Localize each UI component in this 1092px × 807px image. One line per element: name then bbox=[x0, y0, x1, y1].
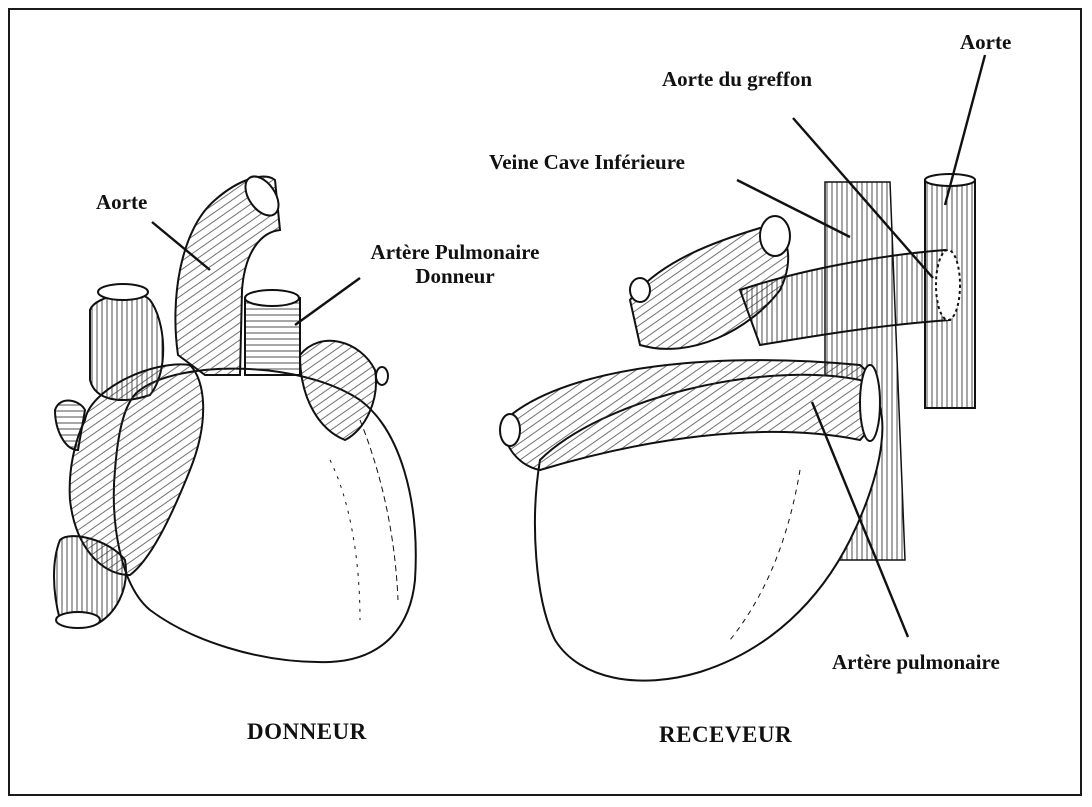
label-donor-aorta: Aorte bbox=[96, 190, 147, 214]
caption-recipient: RECEVEUR bbox=[659, 723, 792, 747]
label-inferior-vena-cava: Veine Cave Inférieure bbox=[489, 150, 685, 174]
label-donor-pulmonary-line2: Donneur bbox=[345, 264, 565, 288]
label-donor-pulmonary-line1: Artère Pulmonaire bbox=[345, 240, 565, 264]
label-recipient-aorta: Aorte bbox=[960, 30, 1011, 54]
label-recipient-pulmonary: Artère pulmonaire bbox=[832, 650, 1000, 674]
donor-pulmonary-stump bbox=[245, 298, 300, 375]
caption-donor: DONNEUR bbox=[247, 720, 367, 744]
label-graft-aorta: Aorte du greffon bbox=[662, 67, 812, 91]
label-donor-pulmonary: Artère Pulmonaire Donneur bbox=[345, 240, 565, 288]
recipient-heart bbox=[500, 174, 975, 681]
